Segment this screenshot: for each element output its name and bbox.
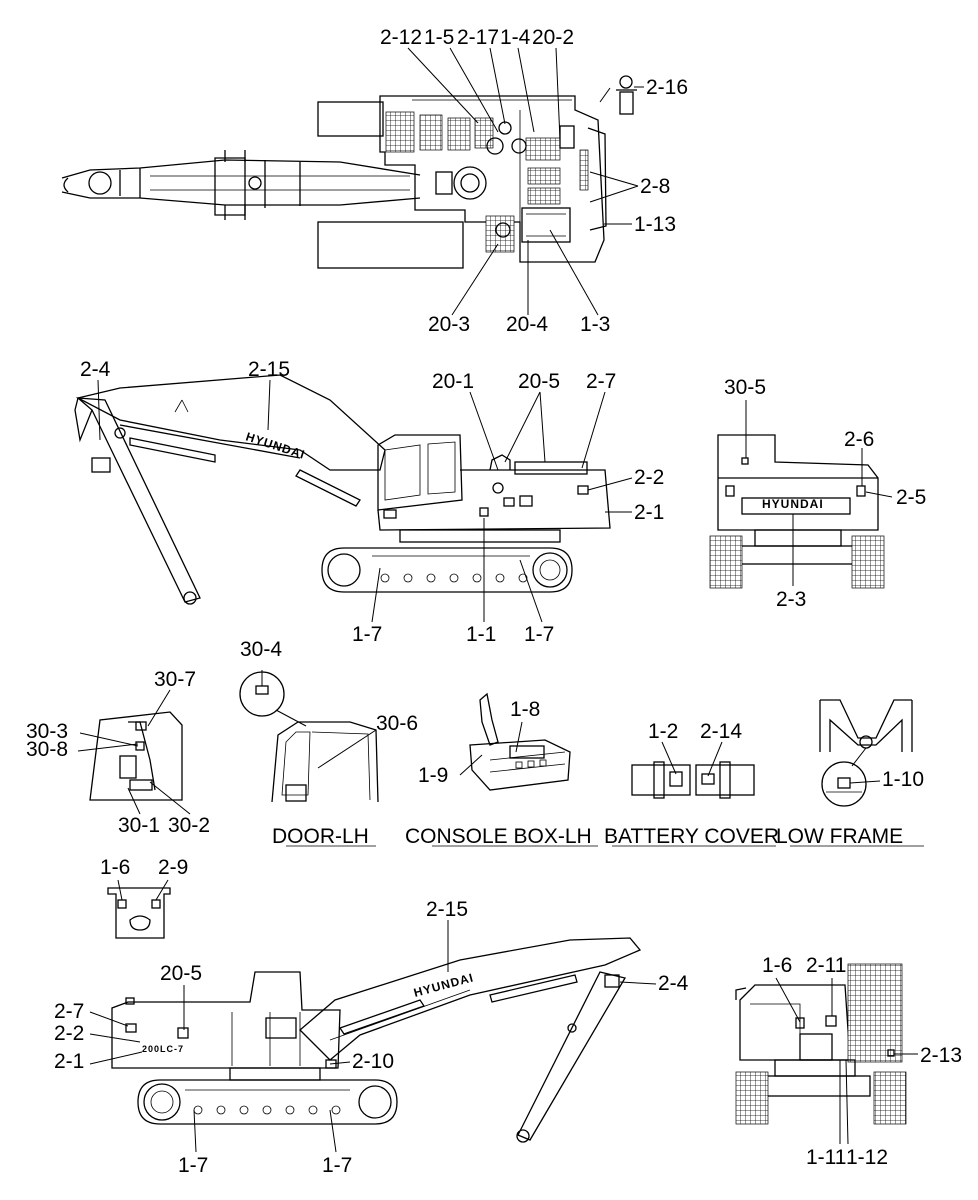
- low-frame-detail: [819, 699, 913, 807]
- label-2-7: 2-7: [586, 370, 616, 393]
- door-lh-labels: 30-4 30-6: [240, 638, 418, 735]
- label-2-1: 2-1: [54, 1050, 84, 1073]
- low-frame-title: LOW FRAME: [776, 825, 903, 848]
- low-frame-labels: 1-10: [882, 768, 924, 791]
- top-view-leaders: [407, 47, 644, 316]
- left-side-view: HYUNDAI: [74, 374, 611, 605]
- door-lh-leaders: [261, 670, 377, 769]
- left-side-leaders: [97, 379, 633, 623]
- label-1-7: 1-7: [178, 1154, 208, 1177]
- label-20-5: 20-5: [518, 370, 560, 393]
- label-20-4: 20-4: [506, 313, 548, 336]
- label-2-7: 2-7: [54, 1000, 84, 1023]
- front-right-labels: 1-6 2-11 2-13 1-11 1-12: [762, 954, 962, 1169]
- boom-brand-text: HYUNDAI: [244, 430, 307, 462]
- label-2-17: 2-17: [457, 26, 499, 49]
- right-side-labels: 2-15 20-5 2-4 2-7 2-2 2-1 2-10 1-7 1-7: [54, 898, 689, 1177]
- right-side-leaders: [89, 920, 657, 1153]
- label-2-5: 2-5: [896, 486, 926, 509]
- label-1-1: 1-1: [466, 623, 496, 646]
- label-2-4: 2-4: [658, 972, 689, 995]
- cab-interior-labels: 30-7 30-3 30-8 30-1 30-2: [26, 668, 210, 837]
- label-1-5: 1-5: [424, 26, 454, 49]
- label-2-13: 2-13: [920, 1044, 962, 1067]
- label-1-7: 1-7: [352, 623, 382, 646]
- label-2-2: 2-2: [634, 466, 664, 489]
- label-1-3: 1-3: [580, 313, 610, 336]
- label-2-10: 2-10: [352, 1050, 394, 1073]
- label-1-13: 1-13: [634, 213, 676, 236]
- label-2-15: 2-15: [248, 358, 290, 381]
- label-2-4: 2-4: [80, 358, 111, 381]
- label-1-7: 1-7: [524, 623, 554, 646]
- label-20-5: 20-5: [160, 962, 202, 985]
- label-30-1: 30-1: [118, 814, 160, 837]
- label-2-2: 2-2: [54, 1022, 84, 1045]
- label-30-7: 30-7: [154, 668, 196, 691]
- label-30-2: 30-2: [168, 814, 210, 837]
- label-2-8: 2-8: [640, 175, 670, 198]
- label-1-8: 1-8: [510, 698, 540, 721]
- battery-cover-detail: [631, 761, 755, 799]
- label-2-9: 2-9: [158, 856, 188, 879]
- console-box-leaders: [459, 721, 523, 776]
- label-2-14: 2-14: [700, 720, 742, 743]
- label-2-11: 2-11: [806, 954, 846, 977]
- label-1-7: 1-7: [322, 1154, 352, 1177]
- label-1-12: 1-12: [846, 1146, 888, 1169]
- label-1-10: 1-10: [882, 768, 924, 791]
- console-box-detail: [469, 692, 571, 791]
- label-20-3: 20-3: [428, 313, 470, 336]
- label-2-6: 2-6: [844, 428, 874, 451]
- label-30-6: 30-6: [376, 712, 418, 735]
- detail-titles: DOOR-LH CONSOLE BOX-LH BATTERY COVER LOW…: [272, 825, 924, 848]
- rear-view-leaders: [745, 400, 893, 586]
- label-1-9: 1-9: [418, 764, 448, 787]
- label-2-1: 2-1: [634, 501, 664, 524]
- rear-brand-text: HYUNDAI: [762, 497, 824, 511]
- label-30-4: 30-4: [240, 638, 282, 661]
- small-cover-labels: 1-6 2-9: [100, 856, 188, 879]
- label-2-16: 2-16: [646, 76, 688, 99]
- boom-brand-text-right: HYUNDAI: [412, 970, 475, 999]
- rear-view: HYUNDAI: [709, 434, 885, 589]
- label-2-12: 2-12: [380, 26, 422, 49]
- model-text: 200LC-7: [142, 1044, 184, 1054]
- label-30-3: 30-3: [26, 720, 68, 743]
- label-20-1: 20-1: [432, 370, 474, 393]
- front-right-leaders: [775, 977, 918, 1145]
- low-frame-leaders: [849, 747, 881, 784]
- console-box-title: CONSOLE BOX-LH: [405, 825, 592, 848]
- label-2-15: 2-15: [426, 898, 468, 921]
- battery-cover-leaders: [661, 741, 723, 777]
- rear-view-labels: 30-5 2-6 2-5 2-3: [724, 376, 926, 611]
- battery-cover-title: BATTERY COVER: [604, 825, 779, 848]
- top-view: [61, 75, 637, 269]
- door-lh-detail: [239, 671, 379, 803]
- label-1-2: 1-2: [648, 720, 678, 743]
- label-1-4: 1-4: [500, 26, 531, 49]
- left-side-labels: 2-4 2-15 20-1 20-5 2-7 2-2 2-1 1-7 1-1 1…: [80, 358, 664, 646]
- top-view-labels: 2-12 1-5 2-17 1-4 20-2 2-16 2-8 1-13 20-…: [380, 26, 688, 336]
- label-1-11: 1-11: [806, 1146, 846, 1169]
- cab-interior-detail: [89, 711, 183, 801]
- label-30-8: 30-8: [26, 738, 68, 761]
- front-right-view: [735, 963, 907, 1125]
- label-30-5: 30-5: [724, 376, 766, 399]
- door-lh-title: DOOR-LH: [272, 825, 369, 848]
- label-2-3: 2-3: [776, 588, 806, 611]
- cab-interior-leaders: [77, 689, 191, 815]
- battery-cover-labels: 1-2 2-14: [648, 720, 742, 743]
- small-cover-detail: [107, 879, 171, 939]
- console-box-labels: 1-8 1-9: [418, 698, 540, 787]
- label-20-2: 20-2: [532, 26, 574, 49]
- label-1-6: 1-6: [762, 954, 792, 977]
- label-1-6: 1-6: [100, 856, 130, 879]
